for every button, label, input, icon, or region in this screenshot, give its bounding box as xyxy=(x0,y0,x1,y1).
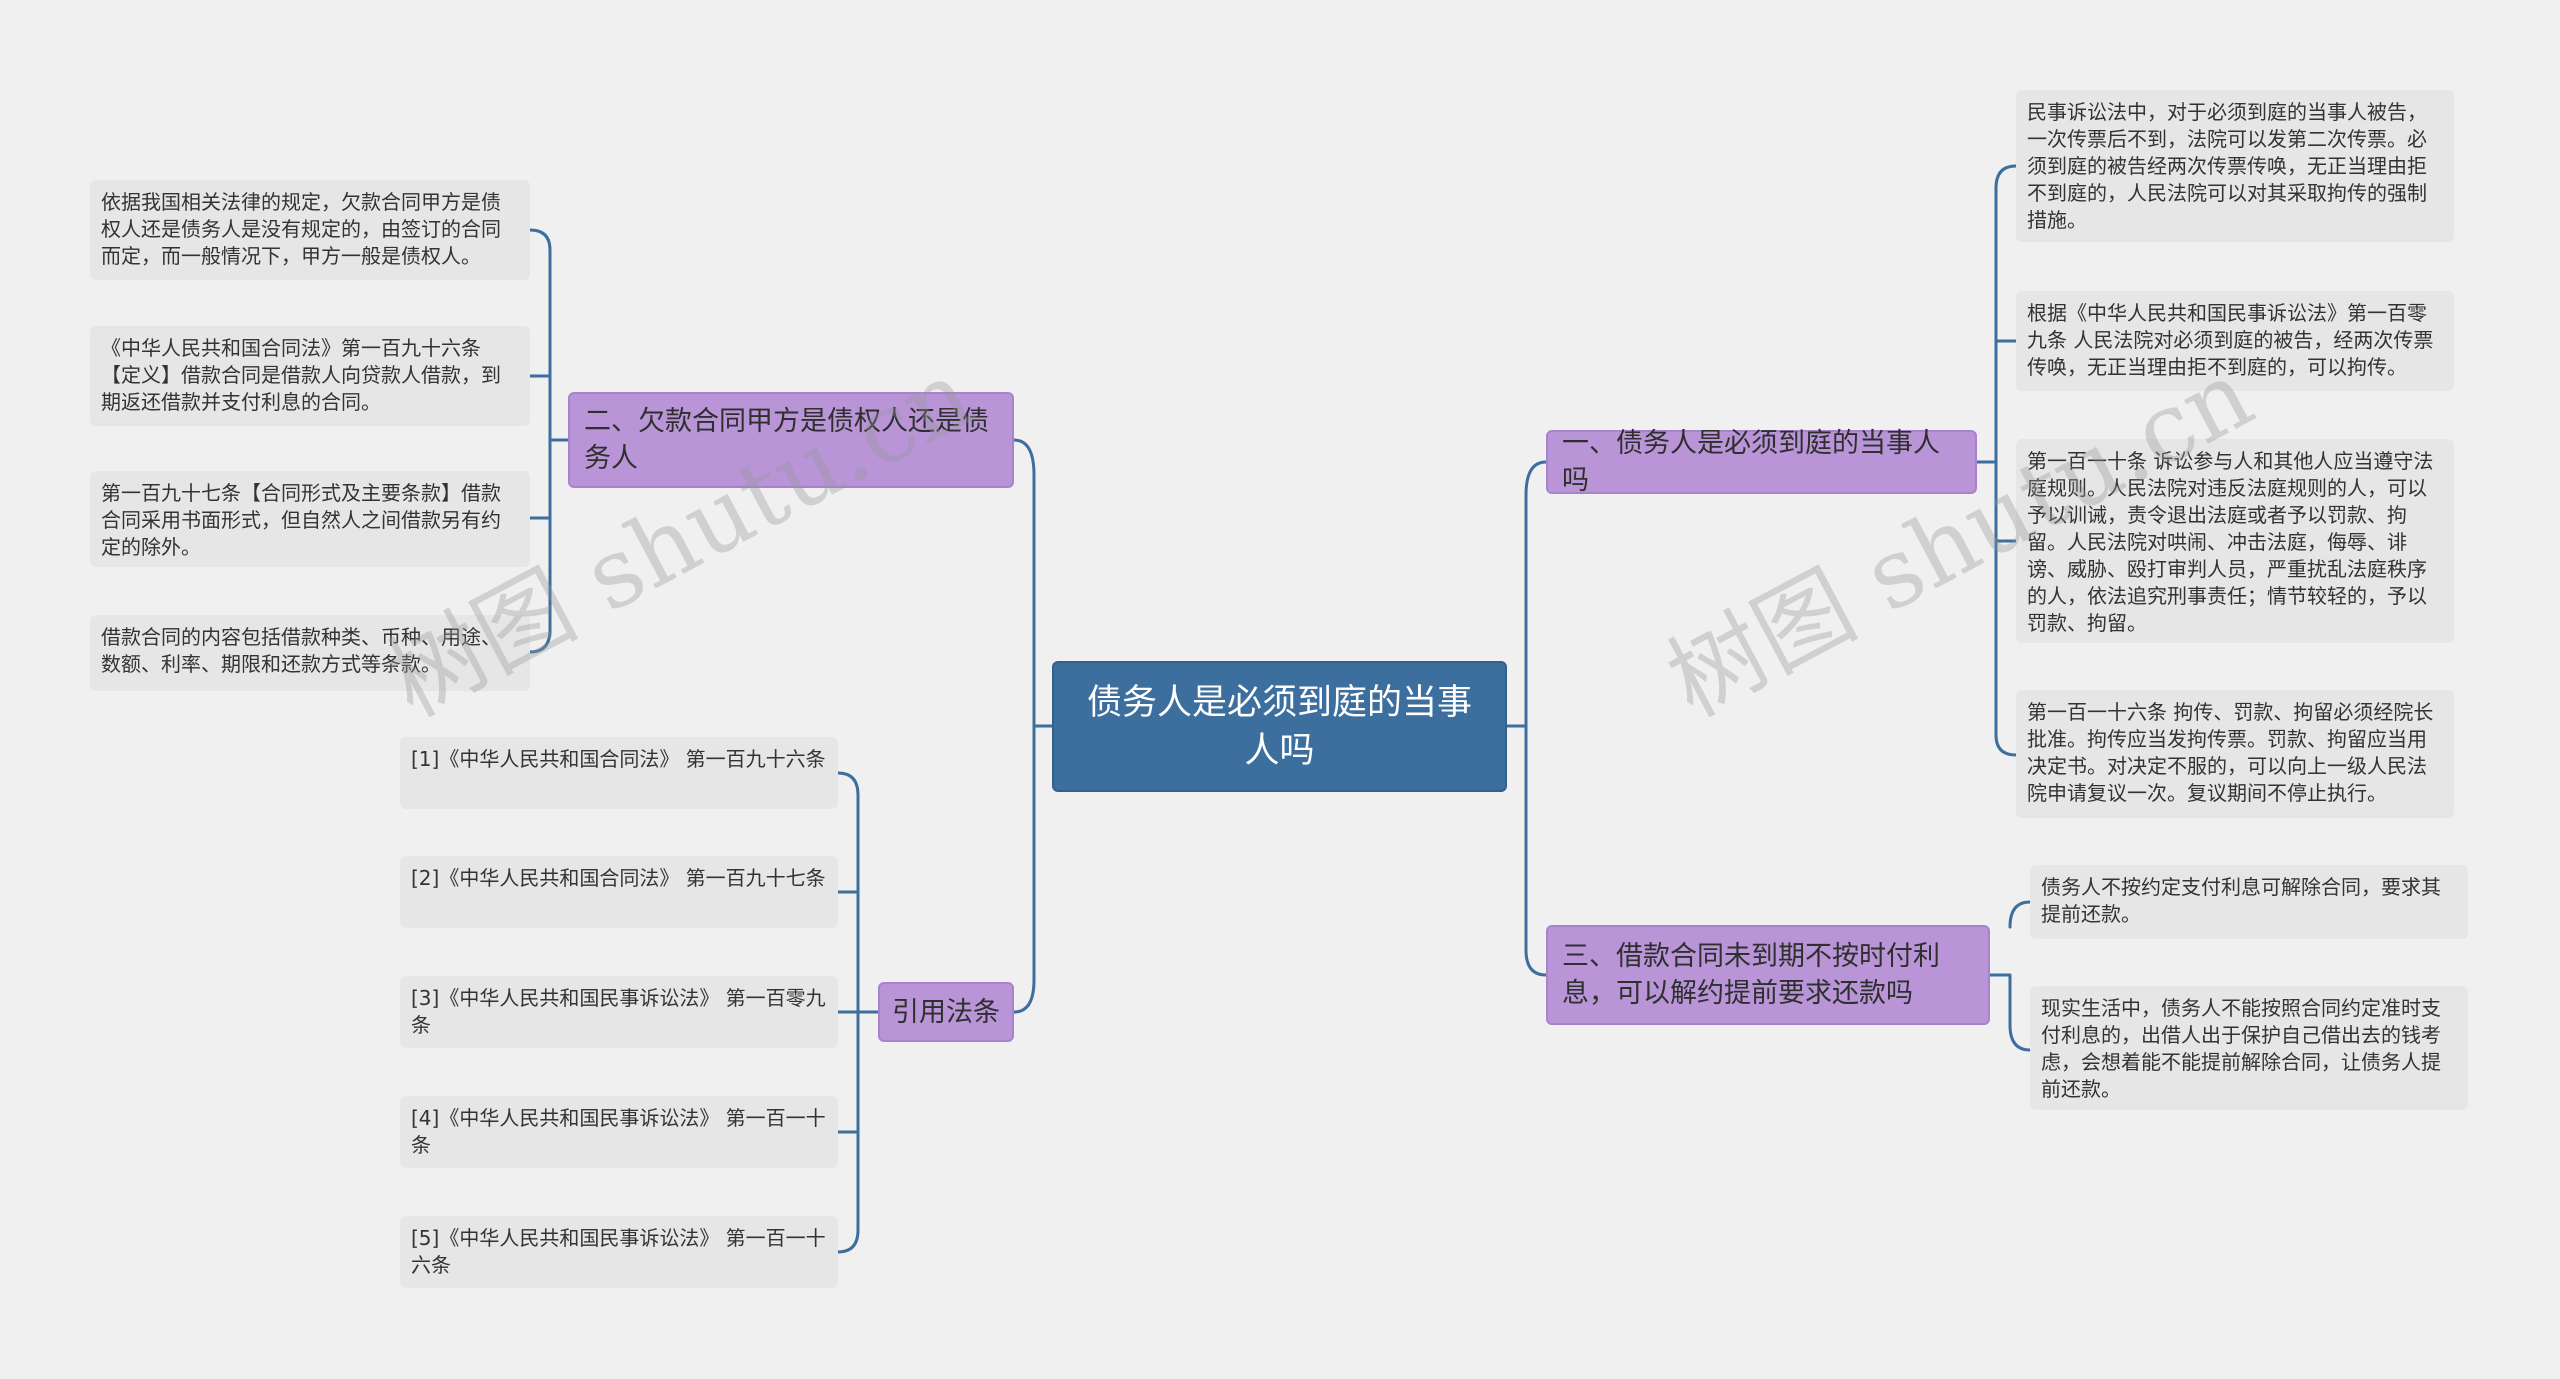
leaf-text: 债务人不按约定支付利息可解除合同，要求其提前还款。 xyxy=(2041,875,2441,926)
leaf-text: 第一百九十七条【合同形式及主要条款】借款合同采用书面形式，但自然人之间借款另有约… xyxy=(101,481,501,559)
reference-text: [3]《中华人民共和国民事诉讼法》 第一百零九条 xyxy=(411,986,826,1037)
branch-node-early-termination[interactable]: 三、借款合同未到期不按时付利息，可以解约提前要求还款吗 xyxy=(1546,925,1990,1025)
connector-branch-3-leaves xyxy=(1988,900,2032,1052)
connector-root-left-trunk xyxy=(1012,438,1054,1014)
connector-branch-1-leaves xyxy=(1975,164,2018,757)
leaf-text: 第一百一十条 诉讼参与人和其他人应当遵守法庭规则。人民法院对违反法庭规则的人，可… xyxy=(2027,449,2434,635)
branch-node-must-appear[interactable]: 一、债务人是必须到庭的当事人吗 xyxy=(1546,428,1977,496)
root-node[interactable]: 债务人是必须到庭的当事人吗 xyxy=(1052,661,1507,792)
reference-item[interactable]: [1]《中华人民共和国合同法》 第一百九十六条 xyxy=(400,737,838,809)
leaf-node[interactable]: 《中华人民共和国合同法》第一百九十六条【定义】借款合同是借款人向贷款人借款，到期… xyxy=(90,326,530,426)
leaf-text: 现实生活中，债务人不能按照合同约定准时支付利息的，出借人出于保护自己借出去的钱考… xyxy=(2041,996,2441,1101)
branch-node-cited-laws[interactable]: 引用法条 xyxy=(878,982,1014,1042)
branch-title: 三、借款合同未到期不按时付利息，可以解约提前要求还款吗 xyxy=(1562,941,1940,1009)
branch-node-creditor-or-debtor[interactable]: 二、欠款合同甲方是债权人还是债务人 xyxy=(568,392,1014,488)
root-title: 债务人是必须到庭的当事人吗 xyxy=(1086,682,1472,771)
reference-item[interactable]: [4]《中华人民共和国民事诉讼法》 第一百一十条 xyxy=(400,1096,838,1168)
reference-item[interactable]: [2]《中华人民共和国合同法》 第一百九十七条 xyxy=(400,856,838,928)
reference-item[interactable]: [5]《中华人民共和国民事诉讼法》 第一百一十六条 xyxy=(400,1216,838,1288)
leaf-node[interactable]: 第一百一十六条 拘传、罚款、拘留必须经院长批准。拘传应当发拘传票。罚款、拘留应当… xyxy=(2016,690,2454,818)
leaf-node[interactable]: 现实生活中，债务人不能按照合同约定准时支付利息的，出借人出于保护自己借出去的钱考… xyxy=(2030,986,2468,1110)
branch-title: 一、债务人是必须到庭的当事人吗 xyxy=(1562,428,1940,496)
branch-title: 二、欠款合同甲方是债权人还是债务人 xyxy=(584,406,989,474)
leaf-node[interactable]: 第一百九十七条【合同形式及主要条款】借款合同采用书面形式，但自然人之间借款另有约… xyxy=(90,471,530,567)
leaf-node[interactable]: 第一百一十条 诉讼参与人和其他人应当遵守法庭规则。人民法院对违反法庭规则的人，可… xyxy=(2016,439,2454,643)
leaf-node[interactable]: 依据我国相关法律的规定，欠款合同甲方是债权人还是债务人是没有规定的，由签订的合同… xyxy=(90,180,530,280)
leaf-text: 依据我国相关法律的规定，欠款合同甲方是债权人还是债务人是没有规定的，由签订的合同… xyxy=(101,190,501,268)
leaf-text: 《中华人民共和国合同法》第一百九十六条【定义】借款合同是借款人向贷款人借款，到期… xyxy=(101,336,501,414)
leaf-node[interactable]: 民事诉讼法中，对于必须到庭的当事人被告，一次传票后不到，法院可以发第二次传票。必… xyxy=(2016,90,2454,242)
leaf-text: 第一百一十六条 拘传、罚款、拘留必须经院长批准。拘传应当发拘传票。罚款、拘留应当… xyxy=(2027,700,2434,805)
reference-text: [4]《中华人民共和国民事诉讼法》 第一百一十条 xyxy=(411,1106,826,1157)
reference-text: [2]《中华人民共和国合同法》 第一百九十七条 xyxy=(411,866,826,890)
leaf-node[interactable]: 债务人不按约定支付利息可解除合同，要求其提前还款。 xyxy=(2030,865,2468,939)
reference-item[interactable]: [3]《中华人民共和国民事诉讼法》 第一百零九条 xyxy=(400,976,838,1048)
branch-title: 引用法条 xyxy=(892,996,1000,1028)
leaf-text: 借款合同的内容包括借款种类、币种、用途、数额、利率、期限和还款方式等条款。 xyxy=(101,625,501,676)
connector-branch-2-leaves xyxy=(528,228,570,654)
connector-root-right-trunk xyxy=(1505,460,1548,977)
leaf-text: 根据《中华人民共和国民事诉讼法》第一百零九条 人民法院对必须到庭的被告，经两次传… xyxy=(2027,301,2434,379)
reference-text: [5]《中华人民共和国民事诉讼法》 第一百一十六条 xyxy=(411,1226,826,1277)
leaf-node[interactable]: 借款合同的内容包括借款种类、币种、用途、数额、利率、期限和还款方式等条款。 xyxy=(90,615,530,691)
leaf-node[interactable]: 根据《中华人民共和国民事诉讼法》第一百零九条 人民法院对必须到庭的被告，经两次传… xyxy=(2016,291,2454,391)
leaf-text: 民事诉讼法中，对于必须到庭的当事人被告，一次传票后不到，法院可以发第二次传票。必… xyxy=(2027,100,2427,232)
reference-text: [1]《中华人民共和国合同法》 第一百九十六条 xyxy=(411,747,826,771)
connector-refs-leaves xyxy=(836,771,880,1254)
